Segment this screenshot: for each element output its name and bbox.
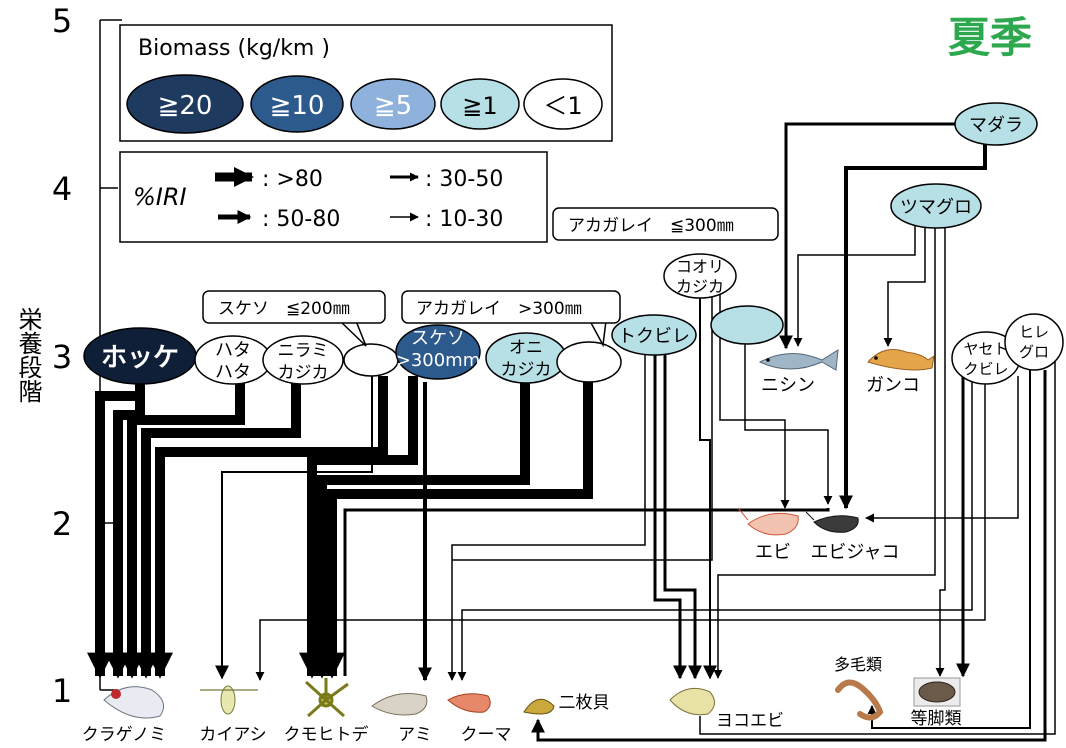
kaiashi-icon bbox=[200, 686, 258, 714]
iri-legend: %IRI : >80 : 30-50 : 50-80 : 10-30 bbox=[120, 152, 547, 242]
node-suketou-small bbox=[344, 344, 398, 376]
iri-label-50-80: : 50-80 bbox=[262, 207, 340, 232]
axis-tick-1: 1 bbox=[52, 672, 72, 710]
node-onikajika-label-1: オニ bbox=[509, 338, 543, 358]
link-hiregurlo-ebijako bbox=[866, 376, 1018, 518]
nishin-label: ニシン bbox=[761, 375, 815, 396]
biomass-legend-title: Biomass (kg/km ) bbox=[138, 36, 330, 61]
axis-tick-5: 5 bbox=[52, 2, 72, 40]
ebijako-label: エビジャコ bbox=[810, 542, 899, 563]
iri-label-10-30: : 10-30 bbox=[425, 207, 503, 232]
node-akagarei-large bbox=[557, 342, 621, 382]
tamourui-label: 多毛類 bbox=[834, 655, 882, 674]
nimaigai-icon bbox=[524, 699, 554, 714]
axis-tick-3: 3 bbox=[52, 338, 72, 376]
node-tsumaguro-label: ツマグロ bbox=[900, 197, 972, 218]
node-koorikajika-label-2: カジカ bbox=[676, 277, 724, 296]
node-niramikajika-label-1: ニラミ bbox=[278, 341, 329, 361]
predator-nodes: ホッケ ハタ ハタ ニラミ カジカ スケソ >300mm オニ カジカ トクビレ… bbox=[84, 103, 1063, 384]
link-akagarei-large-ebijako bbox=[345, 508, 828, 676]
axis-tick-2: 2 bbox=[52, 505, 72, 543]
node-yasetokubire-label-1: ヤセト bbox=[963, 340, 1008, 358]
ami-label: アミ bbox=[398, 725, 432, 745]
link-tsumaguro-nishin bbox=[798, 220, 915, 346]
biomass-class-20-label: ≧20 bbox=[158, 91, 213, 121]
node-hiregurlo-label-2: グロ bbox=[1019, 343, 1049, 361]
node-yasetokubire-label-2: クビレ bbox=[963, 360, 1008, 378]
iri-label-gt80: : >80 bbox=[262, 167, 323, 192]
kuragenomi-label: クラゲノミ bbox=[82, 725, 167, 745]
toukyakurui-icon bbox=[914, 678, 960, 706]
link-tsumaguro-ganko bbox=[888, 224, 925, 346]
link-tokubire-kuma bbox=[452, 352, 645, 680]
callout-akagarei-large-label: アカガレイ >300㎜ bbox=[416, 299, 582, 319]
node-hiregurlo-label-1: ヒレ bbox=[1019, 323, 1049, 341]
link-hiregurlo-nimaigai bbox=[538, 370, 1045, 740]
tamourui-icon bbox=[838, 682, 880, 717]
callout-suketou-small-label: スケソ ≦200㎜ bbox=[218, 299, 350, 319]
ganko-icon bbox=[868, 350, 934, 370]
node-madara-label: マダラ bbox=[969, 115, 1023, 136]
callout-akagarei-small-label: アカガレイ ≦300㎜ bbox=[568, 216, 734, 236]
link-yasetokubire-yokoebi bbox=[260, 380, 985, 680]
node-niramikajika-label-2: カジカ bbox=[278, 363, 329, 383]
ebijako-icon bbox=[806, 512, 858, 532]
ganko-label: ガンコ bbox=[866, 375, 920, 396]
biomass-class-5-label: ≧5 bbox=[374, 91, 412, 121]
ebi-icon bbox=[738, 508, 798, 535]
node-hatahata-label-1: ハタ bbox=[215, 340, 251, 361]
iri-legend-title: %IRI bbox=[133, 183, 187, 211]
node-suketou-large-label-2: >300mm bbox=[396, 350, 481, 371]
season-title: 夏季 bbox=[948, 13, 1032, 62]
biomass-class-lt1-label: ＜1 bbox=[543, 92, 582, 120]
kaiashi-label: カイアシ bbox=[199, 725, 266, 745]
kumohitode-icon bbox=[306, 678, 348, 716]
yokoebi-label: ヨコエビ bbox=[716, 711, 784, 731]
iri-label-30-50: : 30-50 bbox=[425, 167, 503, 192]
biomass-class-10-label: ≧10 bbox=[270, 91, 325, 121]
node-akagarei-small bbox=[711, 306, 783, 344]
link-yasetokubire-kuma bbox=[462, 380, 972, 680]
biomass-class-1-label: ≧1 bbox=[462, 92, 497, 120]
link-akagarei-large-kumohitode bbox=[332, 382, 588, 676]
kumohitode-label: クモヒトデ bbox=[284, 724, 369, 745]
node-tokubire-label: トクビレ bbox=[618, 326, 690, 347]
node-suketou-large-label-1: スケソ bbox=[411, 328, 465, 349]
link-madara-nishin bbox=[786, 124, 955, 348]
kuma-label: クーマ bbox=[461, 725, 512, 745]
axis-label: 栄養段階 bbox=[14, 307, 42, 403]
nimaigai-label: 二枚貝 bbox=[559, 693, 610, 713]
toukyakurui-label: 等脚類 bbox=[911, 709, 962, 729]
node-koorikajika-label-1: コオリ bbox=[676, 257, 724, 276]
ami-icon bbox=[372, 694, 427, 715]
ebi-label: エビ bbox=[755, 542, 791, 563]
kuma-icon bbox=[448, 694, 490, 713]
biomass-legend: Biomass (kg/km ) ≧20 ≧10 ≧5 ≧1 ＜1 bbox=[120, 25, 612, 141]
axis-tick-4: 4 bbox=[52, 170, 72, 208]
link-tokubire-yokoebi bbox=[655, 350, 680, 678]
kuragenomi-icon bbox=[104, 687, 164, 718]
yokoebi-icon bbox=[670, 688, 715, 714]
callout-suketou-small-pointer bbox=[340, 321, 366, 346]
node-hokke-label: ホッケ bbox=[101, 343, 179, 373]
link-tsumaguro-toukyaku bbox=[940, 224, 945, 676]
node-onikajika-label-2: カジカ bbox=[501, 360, 552, 380]
node-hatahata-label-2: ハタ bbox=[215, 362, 251, 383]
nishin-icon bbox=[760, 350, 838, 370]
